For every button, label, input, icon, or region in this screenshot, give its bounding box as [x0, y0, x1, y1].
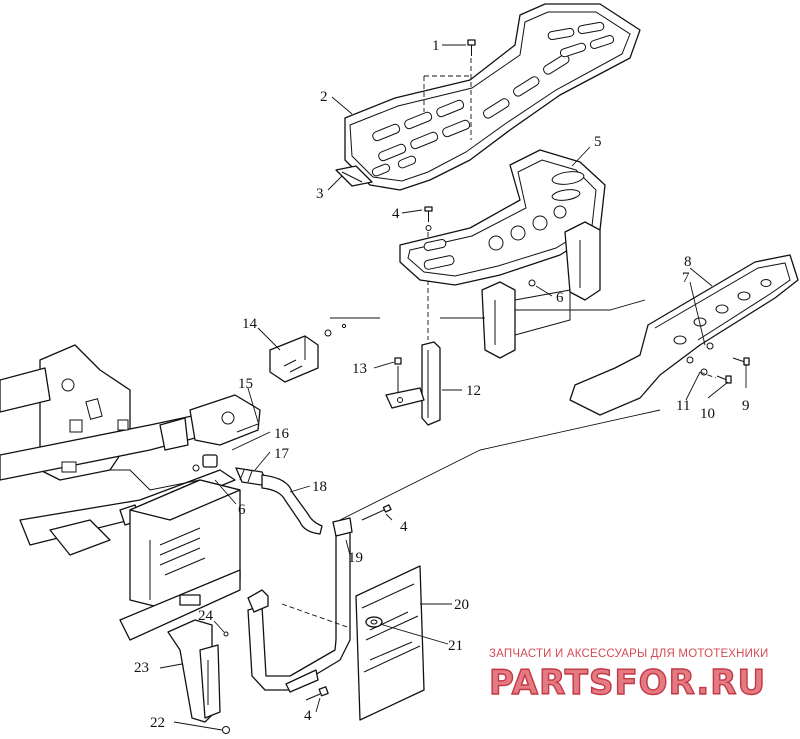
callout-8: 8 [684, 254, 692, 270]
leader-lines [159, 44, 747, 731]
clamp-part-16 [192, 454, 218, 472]
bolt-part-4-middle [361, 504, 392, 521]
bolt-part-4-upper [424, 206, 433, 231]
callout-numbers: 1 2 3 4 5 6 7 8 9 10 11 12 13 14 15 16 1… [134, 38, 750, 731]
callout-12: 12 [466, 383, 481, 399]
bolt-part-22 [222, 726, 230, 734]
rack-support-part-5 [399, 149, 606, 359]
callout-17: 17 [274, 446, 290, 462]
callout-22: 22 [150, 715, 165, 731]
callout-13: 13 [352, 361, 367, 377]
radiator-block [119, 479, 241, 641]
bracket-part-23 [167, 619, 221, 723]
callout-6a: 6 [556, 290, 564, 306]
bolt-part-24 [223, 631, 229, 637]
callout-4b: 4 [400, 519, 408, 535]
callout-10: 10 [700, 406, 715, 422]
callout-9: 9 [742, 398, 750, 414]
bolt-part-4-lower [305, 686, 329, 701]
washer-part-21 [365, 616, 383, 628]
guard-part-19 [247, 517, 353, 693]
callout-7: 7 [682, 270, 690, 286]
post-part-12 [385, 341, 441, 426]
callout-6b: 6 [238, 502, 246, 518]
callout-19: 19 [348, 550, 363, 566]
tube-part-18 [261, 474, 323, 535]
watermark: ЗАПЧАСТИ И АКСЕССУАРЫ ДЛЯ МОТОТЕХНИКИ PA… [488, 648, 769, 704]
callout-4c: 4 [304, 708, 312, 724]
mudflap-part-20 [355, 565, 425, 721]
rack-slots [371, 21, 615, 177]
bolt-part-10 [716, 375, 732, 384]
upper-rack-part-2 [344, 3, 641, 191]
callout-24: 24 [198, 608, 214, 624]
bolt-part-1 [467, 39, 476, 56]
bolt-part-9 [732, 357, 750, 366]
callout-14: 14 [242, 316, 258, 332]
watermark-brand: PARTSFOR.RU [489, 663, 766, 703]
watermark-tagline: ЗАПЧАСТИ И АКСЕССУАРЫ ДЛЯ МОТОТЕХНИКИ [489, 648, 769, 660]
callout-20: 20 [454, 597, 469, 613]
callout-1: 1 [432, 38, 440, 54]
callout-15: 15 [238, 376, 253, 392]
callout-5: 5 [594, 134, 602, 150]
light-part-14 [269, 323, 347, 383]
callout-11: 11 [676, 398, 690, 414]
callout-4a: 4 [392, 206, 400, 222]
bumper-part-8 [569, 254, 799, 416]
callout-16: 16 [274, 426, 290, 442]
callout-21: 21 [448, 638, 463, 654]
callout-23: 23 [134, 660, 149, 676]
callout-3: 3 [316, 186, 324, 202]
bracket-part-3 [335, 165, 373, 187]
callout-2: 2 [320, 89, 328, 105]
callout-18: 18 [312, 479, 327, 495]
